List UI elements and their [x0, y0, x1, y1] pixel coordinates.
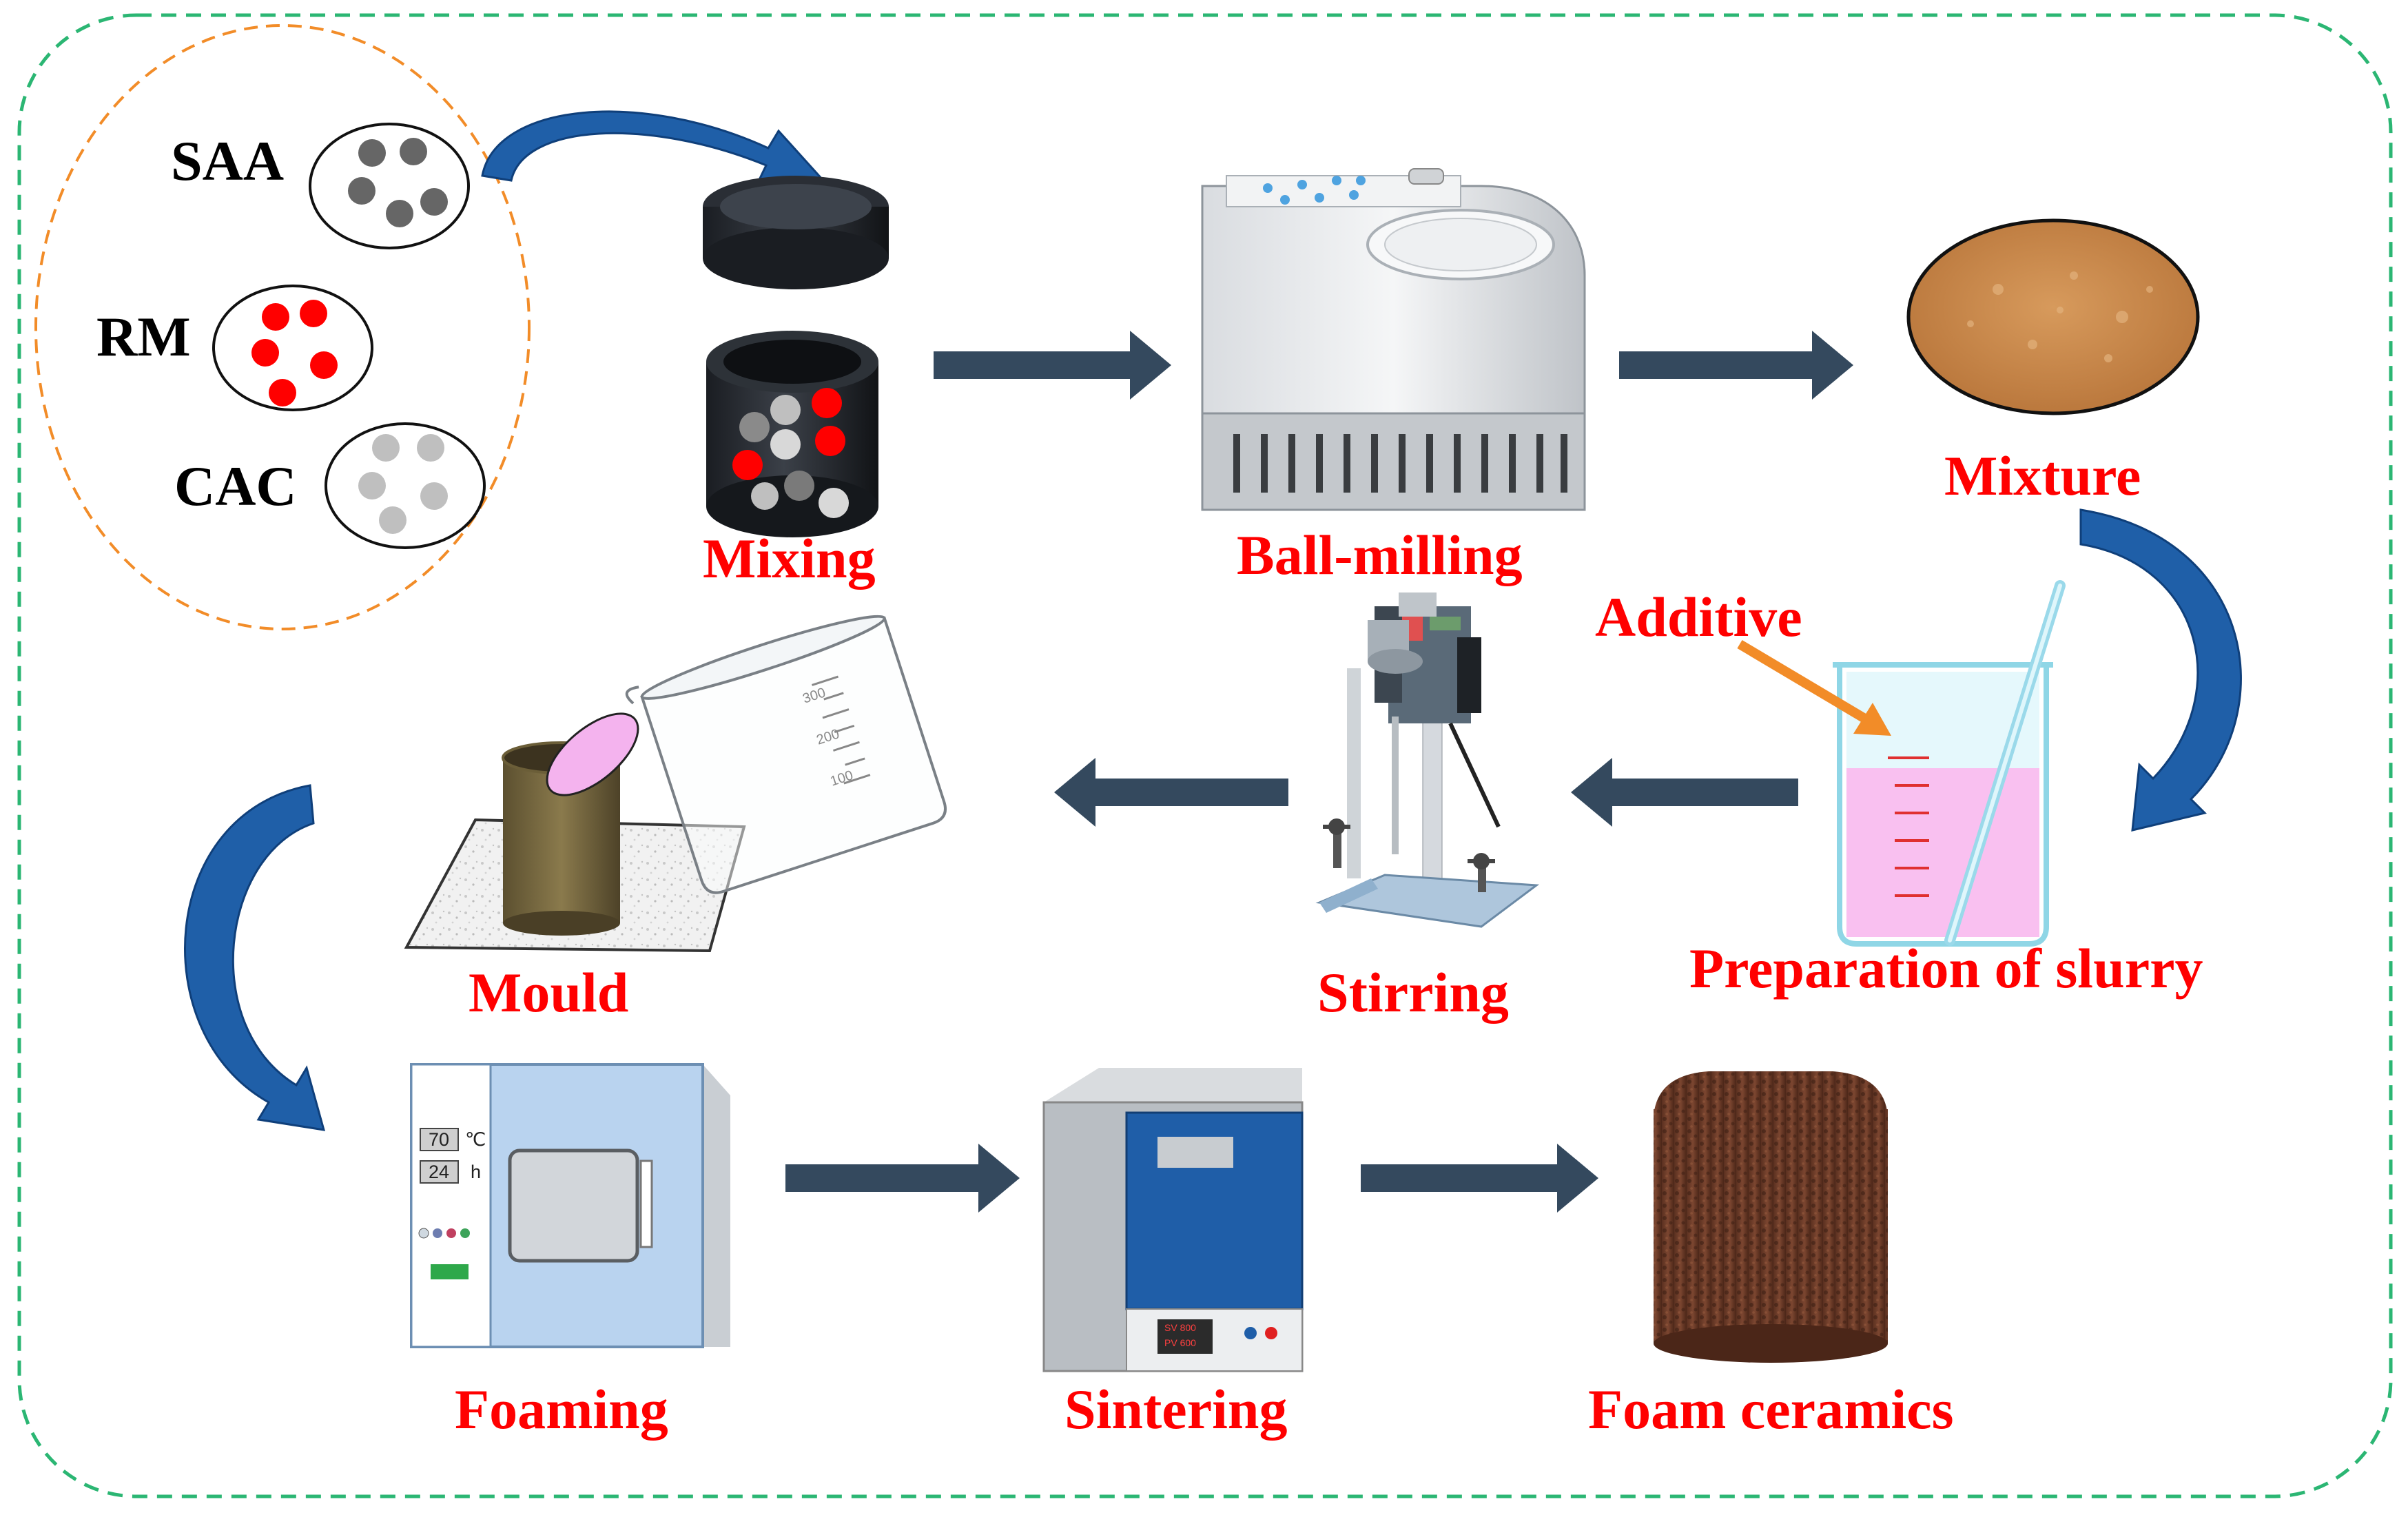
furnace-sv: SV 800	[1164, 1322, 1196, 1333]
oven-time-value: 24	[429, 1162, 450, 1182]
slurry-beaker	[1833, 580, 2066, 947]
rm-label: RM	[96, 305, 191, 368]
arrow-stirring-to-mould	[1054, 758, 1288, 827]
outer-border	[17, 13, 2393, 1498]
arrow-foaming-to-sintering	[785, 1144, 1020, 1213]
arrow-sintering-to-foam	[1361, 1144, 1598, 1213]
rm-particles	[212, 285, 373, 411]
raw-materials-group	[34, 24, 531, 630]
saa-label: SAA	[171, 130, 285, 192]
additive-label: Additive	[1595, 586, 1802, 648]
stirring-label: Stirring	[1317, 961, 1509, 1024]
foam-ceramic-cylinder	[1654, 1071, 1888, 1363]
foaming-label: Foaming	[455, 1378, 668, 1441]
curved-arrow-to-slurry	[2079, 508, 2242, 832]
sintering-furnace	[1042, 1068, 1304, 1372]
foaming-oven	[410, 1063, 730, 1348]
mixing-label: Mixing	[703, 527, 876, 590]
foam-ceramics-label: Foam ceramics	[1588, 1378, 1954, 1441]
arrow-milling-to-mixture	[1619, 331, 1853, 400]
mould-label: Mould	[469, 961, 629, 1024]
jar-lid	[703, 176, 889, 289]
cac-particles	[325, 422, 486, 549]
curved-arrow-to-jar	[481, 110, 826, 184]
preparation-label: Preparation of slurry	[1689, 937, 2203, 1000]
cac-label: CAC	[174, 455, 297, 517]
mixture-powder	[1906, 218, 2200, 415]
curved-arrow-to-foaming	[184, 784, 326, 1131]
furnace-pv: PV 600	[1164, 1337, 1196, 1348]
oven-temp-unit: ℃	[465, 1129, 486, 1150]
additive-arrow	[1737, 639, 1870, 725]
saa-particles	[309, 123, 470, 249]
jar-body	[706, 331, 878, 537]
stirrer-machine	[1315, 592, 1540, 928]
arrow-slurry-to-stirring	[1571, 758, 1798, 827]
mixture-label: Mixture	[1944, 444, 2141, 507]
oven-time-unit: h	[471, 1162, 482, 1182]
ball-mill-machine	[1201, 168, 1586, 511]
mould-scene	[404, 615, 947, 953]
sintering-label: Sintering	[1064, 1378, 1288, 1441]
oven-temp-value: 70	[429, 1129, 450, 1150]
arrow-mixing-to-milling	[934, 331, 1171, 400]
ball-milling-label: Ball-milling	[1237, 524, 1523, 586]
